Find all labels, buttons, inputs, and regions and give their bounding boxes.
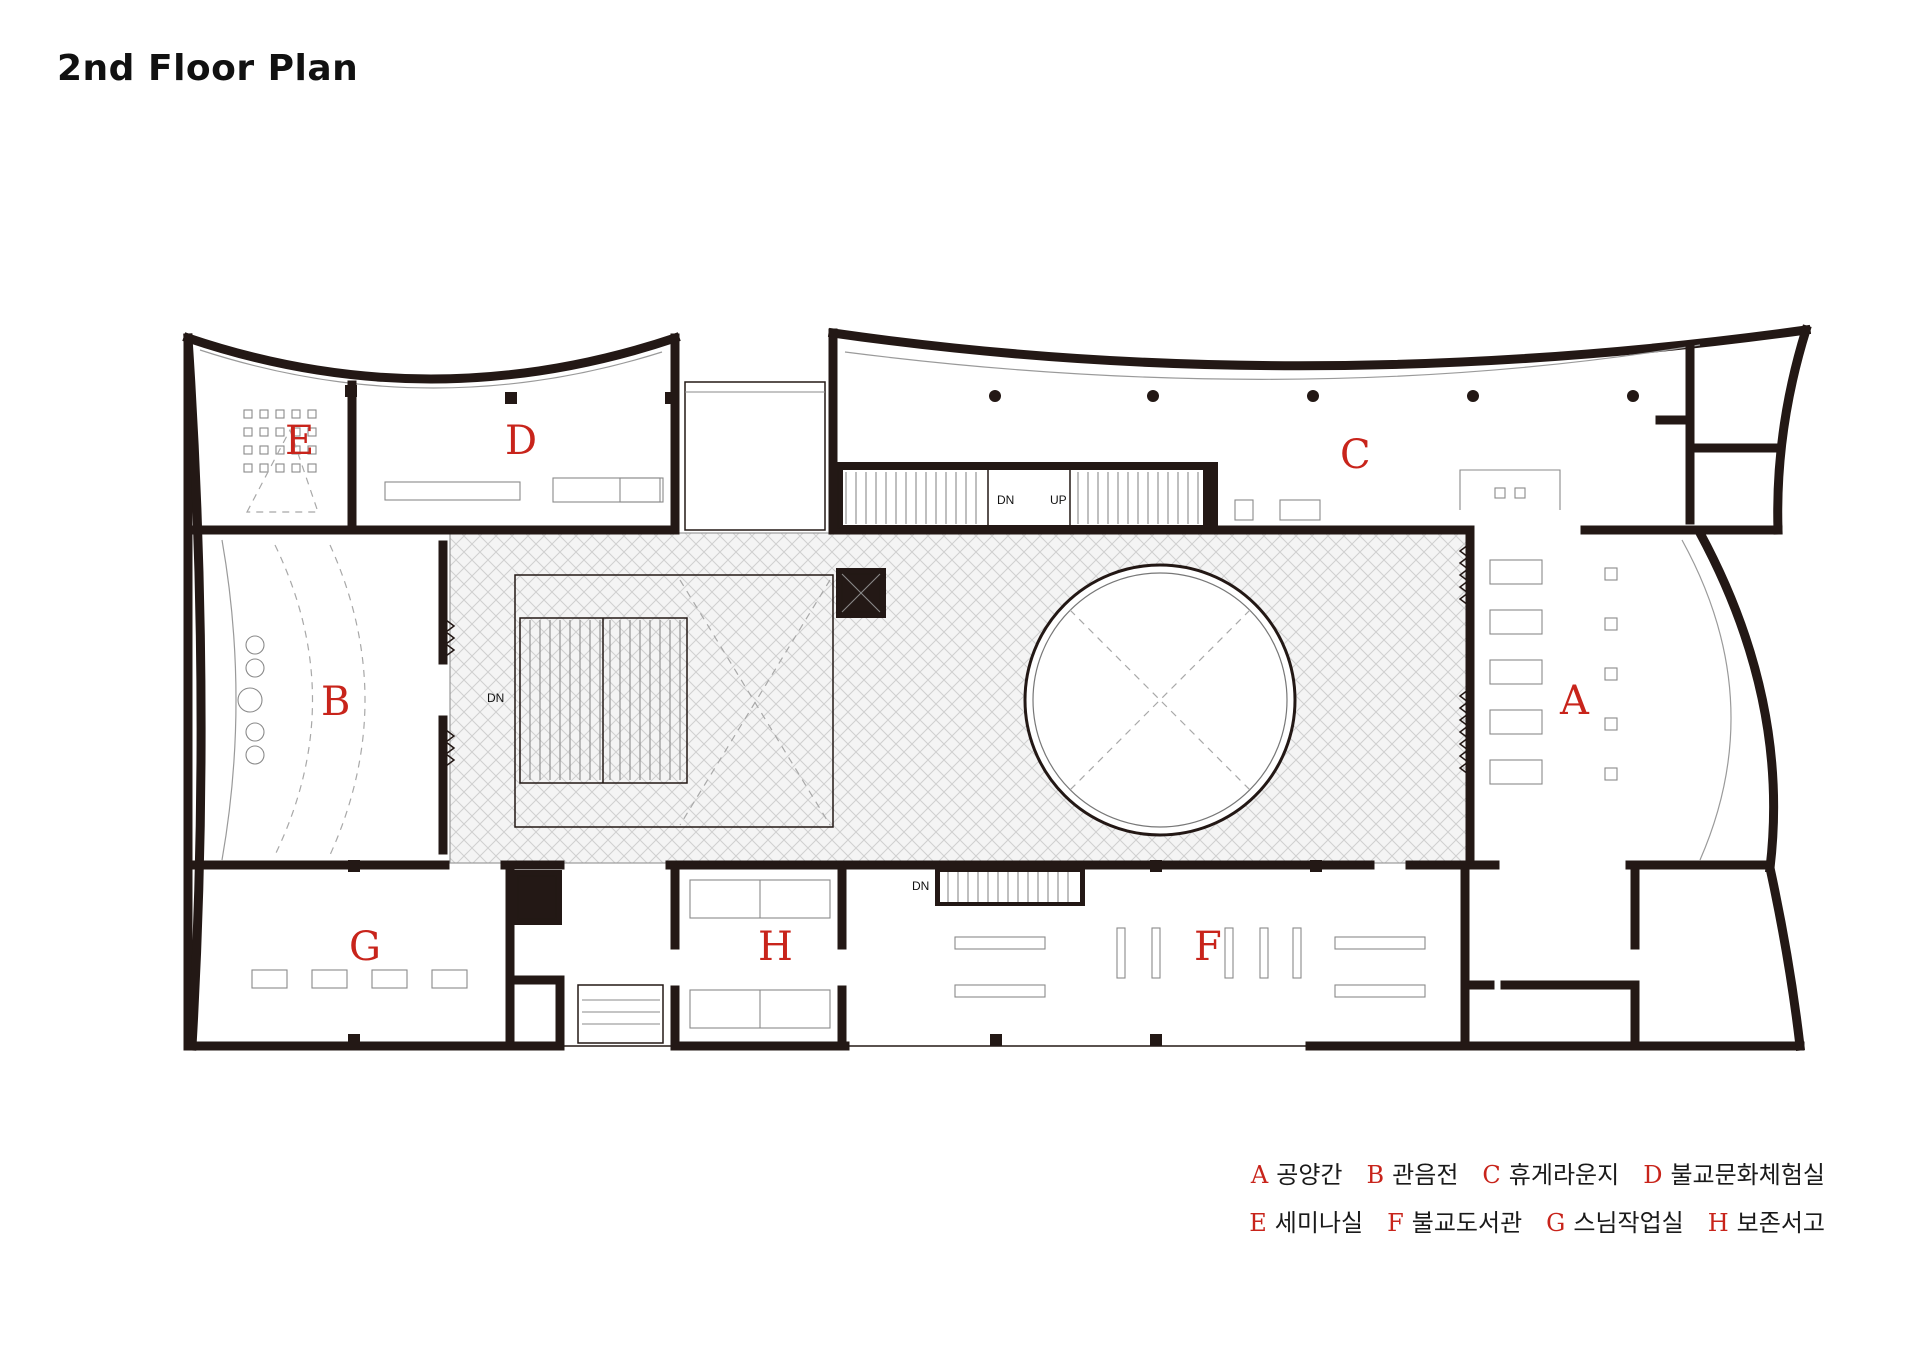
room-label-c: C <box>1340 432 1371 478</box>
culture-room-tables <box>384 477 664 503</box>
room-label-a: A <box>1559 678 1590 724</box>
stair-label-up-core: UP <box>1050 493 1067 507</box>
seminar-seating <box>243 409 319 513</box>
library-furniture <box>954 927 1426 998</box>
legend-item-g: G 스님작업실 <box>1546 1203 1684 1238</box>
legend-key: D <box>1643 1160 1663 1189</box>
archive-shelving <box>689 879 831 1029</box>
atrium-void <box>514 568 886 828</box>
dining-tables <box>1489 559 1618 785</box>
room-label-b: B <box>321 679 350 725</box>
bridge-walkway <box>684 381 826 531</box>
stair-label-dn-library: DN <box>912 879 929 893</box>
legend-item-a: A 공양간 <box>1251 1155 1343 1190</box>
legend-name: 불교도서관 <box>1411 1208 1523 1237</box>
legend-item-b: B 관음전 <box>1367 1155 1459 1190</box>
folding-partitions <box>444 544 1470 775</box>
legend-name: 스님작업실 <box>1573 1208 1684 1237</box>
legend-key: H <box>1707 1208 1729 1237</box>
legend-key: C <box>1482 1160 1501 1189</box>
room-label-f: F <box>1194 924 1222 970</box>
legend-item-d: D 불교문화체험실 <box>1643 1155 1825 1190</box>
legend-name: 보존서고 <box>1736 1208 1825 1237</box>
legend-name: 세미나실 <box>1274 1208 1364 1237</box>
legend-row-1: A 공양간 B 관음전 C 휴게라운지 D 불교문화체험실 <box>1249 1148 1825 1196</box>
stair-library <box>935 868 1085 906</box>
columns <box>345 385 1639 1046</box>
statues <box>237 544 366 856</box>
legend-key: E <box>1249 1208 1267 1237</box>
workroom-desks <box>251 969 468 989</box>
legend-row-2: E 세미나실 F 불교도서관 G 스님작업실 H 보존서고 <box>1249 1196 1825 1244</box>
stair-label-dn-core: DN <box>997 493 1014 507</box>
legend-key: G <box>1546 1208 1566 1237</box>
outer-walls <box>182 324 1812 1051</box>
legend-name: 휴게라운지 <box>1508 1160 1620 1189</box>
interior-walls <box>183 340 1785 1051</box>
room-label-d: D <box>505 418 537 464</box>
legend-key: F <box>1387 1208 1404 1237</box>
stair-label-dn-atrium: DN <box>487 691 504 705</box>
stair-core-c <box>837 467 1211 529</box>
page-title: 2nd Floor Plan <box>57 48 359 89</box>
legend-name: 관음전 <box>1392 1160 1459 1189</box>
legend-key: B <box>1366 1160 1385 1189</box>
legend-item-e: E 세미나실 <box>1249 1203 1363 1238</box>
legend-key: A <box>1250 1160 1269 1189</box>
legend-item-h: H 보존서고 <box>1708 1203 1825 1238</box>
room-label-g: G <box>349 924 381 970</box>
room-label-e: E <box>285 418 314 464</box>
circular-void <box>1023 563 1297 837</box>
room-label-h: H <box>758 924 793 970</box>
stair-core-g <box>512 870 664 1044</box>
room-legend: A 공양간 B 관음전 C 휴게라운지 D 불교문화체험실 E 세미나실 F 불… <box>1249 1148 1825 1244</box>
legend-item-f: F 불교도서관 <box>1387 1203 1522 1238</box>
legend-name: 공양간 <box>1276 1160 1343 1189</box>
lounge-counter <box>1234 469 1561 521</box>
legend-item-c: C 휴게라운지 <box>1482 1155 1619 1190</box>
legend-name: 불교문화체험실 <box>1670 1160 1825 1189</box>
